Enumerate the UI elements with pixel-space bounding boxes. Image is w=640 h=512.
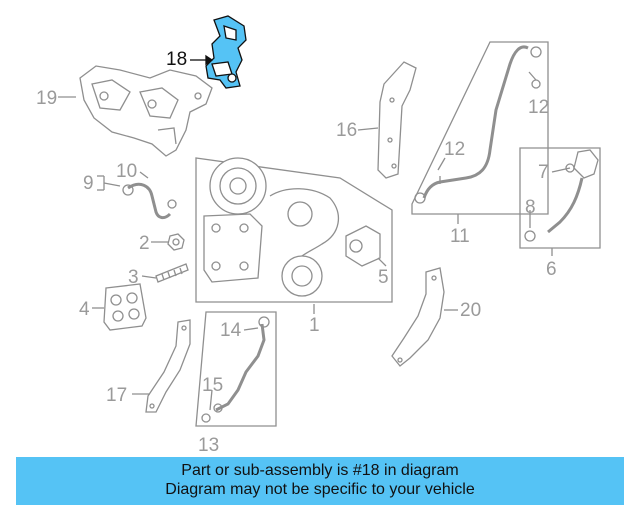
part-17-bracket[interactable] — [145, 319, 191, 413]
callout-1[interactable]: 1 — [309, 315, 320, 336]
callout-8[interactable]: 8 — [525, 197, 536, 218]
callout-7[interactable]: 7 — [538, 162, 549, 183]
banner-line-1: Part or sub-assembly is #18 in diagram — [181, 462, 459, 479]
part-2-nut[interactable] — [167, 233, 185, 251]
parts-diagram — [58, 15, 601, 427]
callout-19[interactable]: 19 — [36, 88, 58, 109]
info-banner: Part or sub-assembly is #18 in diagram D… — [16, 457, 624, 505]
part-3-stud[interactable] — [155, 263, 189, 283]
callout-20[interactable]: 20 — [460, 300, 482, 321]
part-20-bracket[interactable] — [391, 267, 445, 367]
callout-15[interactable]: 15 — [202, 375, 224, 396]
leader-lines — [58, 71, 571, 411]
part-4-gasket[interactable] — [103, 283, 147, 331]
part-1-turbocharger[interactable] — [195, 157, 393, 303]
callout-3[interactable]: 3 — [128, 267, 139, 288]
callout-18[interactable]: 18 — [166, 49, 188, 70]
callout-9[interactable]: 9 — [83, 173, 94, 194]
part-18-heat-shield[interactable] — [205, 15, 247, 89]
callout-4[interactable]: 4 — [79, 299, 90, 320]
callout-14[interactable]: 14 — [220, 320, 242, 341]
part-13-line-group — [195, 311, 277, 427]
callout-6[interactable]: 6 — [546, 259, 557, 280]
part-6-line-group — [519, 147, 601, 249]
part-10-line[interactable] — [122, 182, 177, 220]
callout-12-upper[interactable]: 12 — [528, 97, 550, 118]
callout-10[interactable]: 10 — [116, 161, 138, 182]
callout-11[interactable]: 11 — [450, 226, 470, 247]
part-19-manifold[interactable] — [79, 65, 213, 157]
part-16-shield[interactable] — [377, 61, 417, 179]
part-11-oil-line-group — [411, 41, 549, 215]
callout-12-lower[interactable]: 12 — [444, 139, 466, 160]
callout-13[interactable]: 13 — [198, 435, 220, 456]
callout-5[interactable]: 5 — [378, 267, 389, 288]
banner-line-2: Diagram may not be specific to your vehi… — [165, 481, 475, 498]
callout-17[interactable]: 17 — [106, 385, 128, 406]
callout-2[interactable]: 2 — [139, 233, 150, 254]
callout-18-arrow — [190, 54, 214, 66]
callout-16[interactable]: 16 — [336, 120, 358, 141]
